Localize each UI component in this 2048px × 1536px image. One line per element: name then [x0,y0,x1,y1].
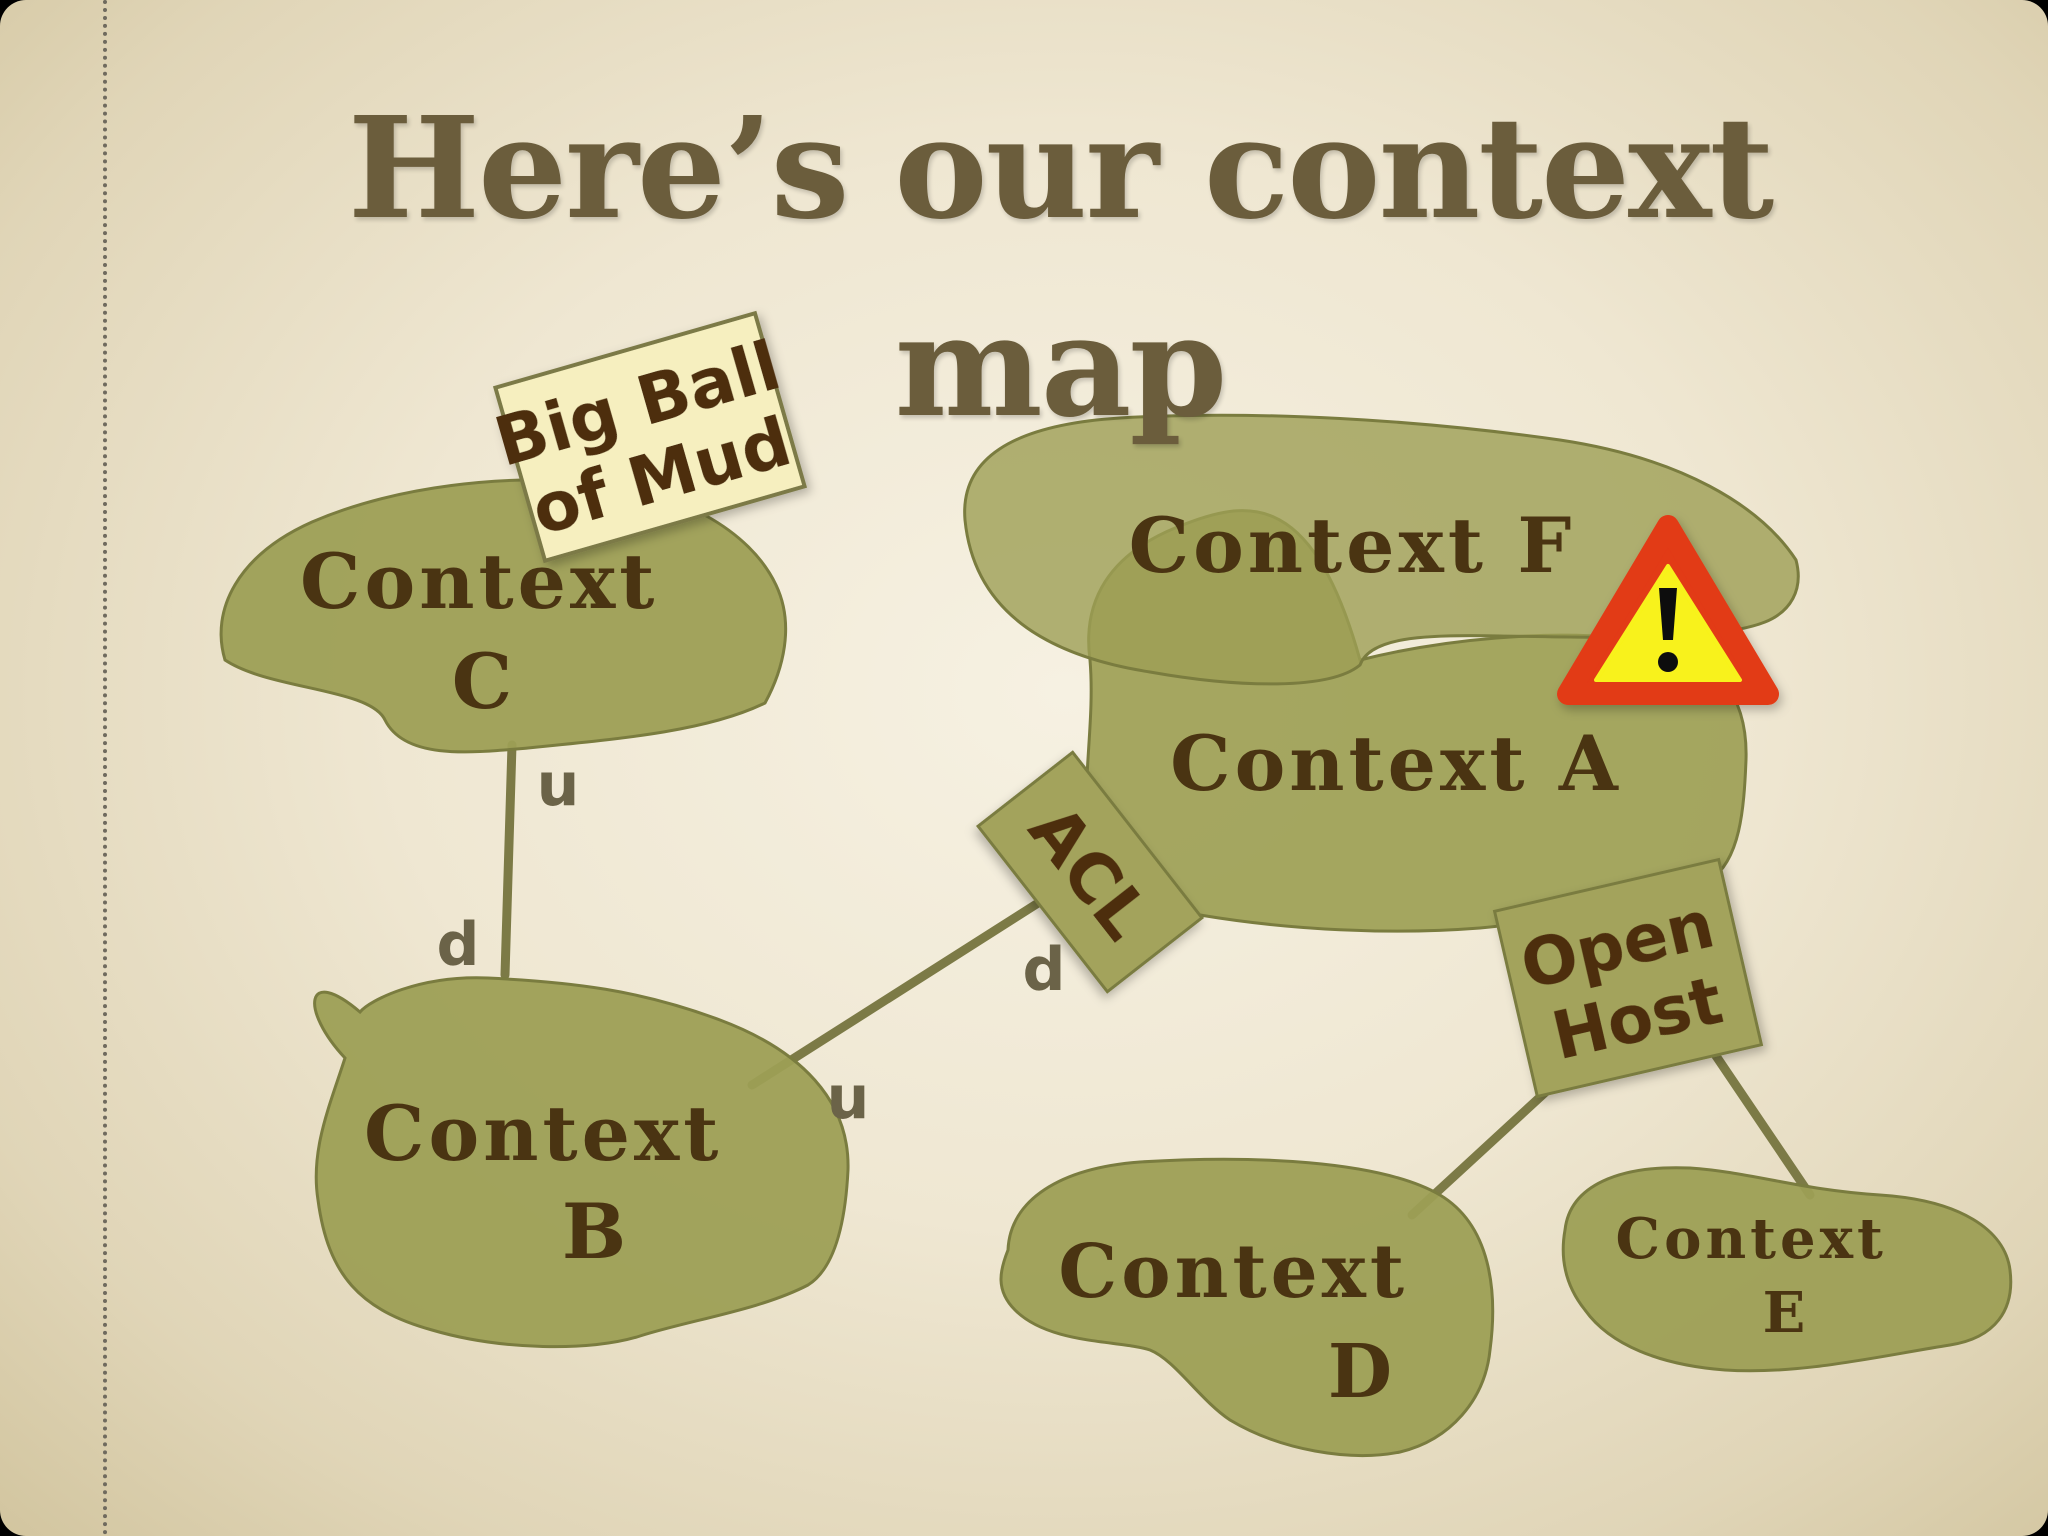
context-d-label: Context D [1058,1229,1417,1415]
context-e-label-line2: E [1763,1280,1810,1346]
context-f-blob[interactable]: Context F [963,413,1800,686]
context-b-blob[interactable]: Context B [313,976,850,1349]
context-a-label: Context A [1170,719,1622,808]
open-host-sign-board [1492,857,1764,1099]
context-c-upstream-label: u [537,750,580,820]
acl-sign-board [975,750,1205,994]
context-c-label: Context C [300,537,668,726]
dotted-margin-rule [103,0,107,1536]
context-c-downstream-label: d [437,910,480,980]
connector-b-acl [747,893,1051,1090]
context-c-blob[interactable]: Context C [219,478,788,754]
warning-icon-dot [1658,652,1678,672]
context-d-label-line1: Context [1058,1229,1408,1315]
big-ball-of-mud-sign[interactable]: Big Ball of Mud [482,309,817,564]
context-f-label: Context F [1129,501,1576,590]
connector-c-b [500,740,517,980]
context-b-label-line2: B [562,1187,630,1276]
context-d-blob[interactable]: Context D [999,1157,1495,1457]
big-ball-of-mud-sign-board [492,310,808,564]
acl-downstream-label: d [1023,935,1066,1005]
context-d-shape [999,1157,1495,1457]
context-e-label: Context E [1616,1206,1897,1346]
connector-openhost-e [1707,1045,1815,1200]
warning-icon-bar [1659,588,1677,640]
context-c-label-line2: C [452,637,517,726]
warning-icon [1557,515,1779,705]
context-b-label: Context B [364,1089,732,1276]
open-host-sign[interactable]: Open Host [1492,857,1764,1099]
context-b-label-line1: Context [364,1089,722,1178]
context-c-label-line1: Context [300,537,658,626]
context-b-upstream-label: u [827,1063,870,1133]
slide-title: Here’s our context map [347,87,1774,449]
context-b-shape [313,976,850,1349]
context-e-blob[interactable]: Context E [1561,1166,2013,1373]
context-c-shape [219,478,788,754]
context-a-label-line1: Context A [1170,719,1622,808]
context-f-shape [963,413,1800,686]
context-e-label-line1: Context [1616,1206,1887,1272]
context-f-label-line1: Context F [1129,501,1576,590]
open-host-label: Open Host [1514,884,1744,1078]
context-d-label-line2: D [1328,1329,1396,1415]
context-e-shape [1561,1166,2013,1373]
